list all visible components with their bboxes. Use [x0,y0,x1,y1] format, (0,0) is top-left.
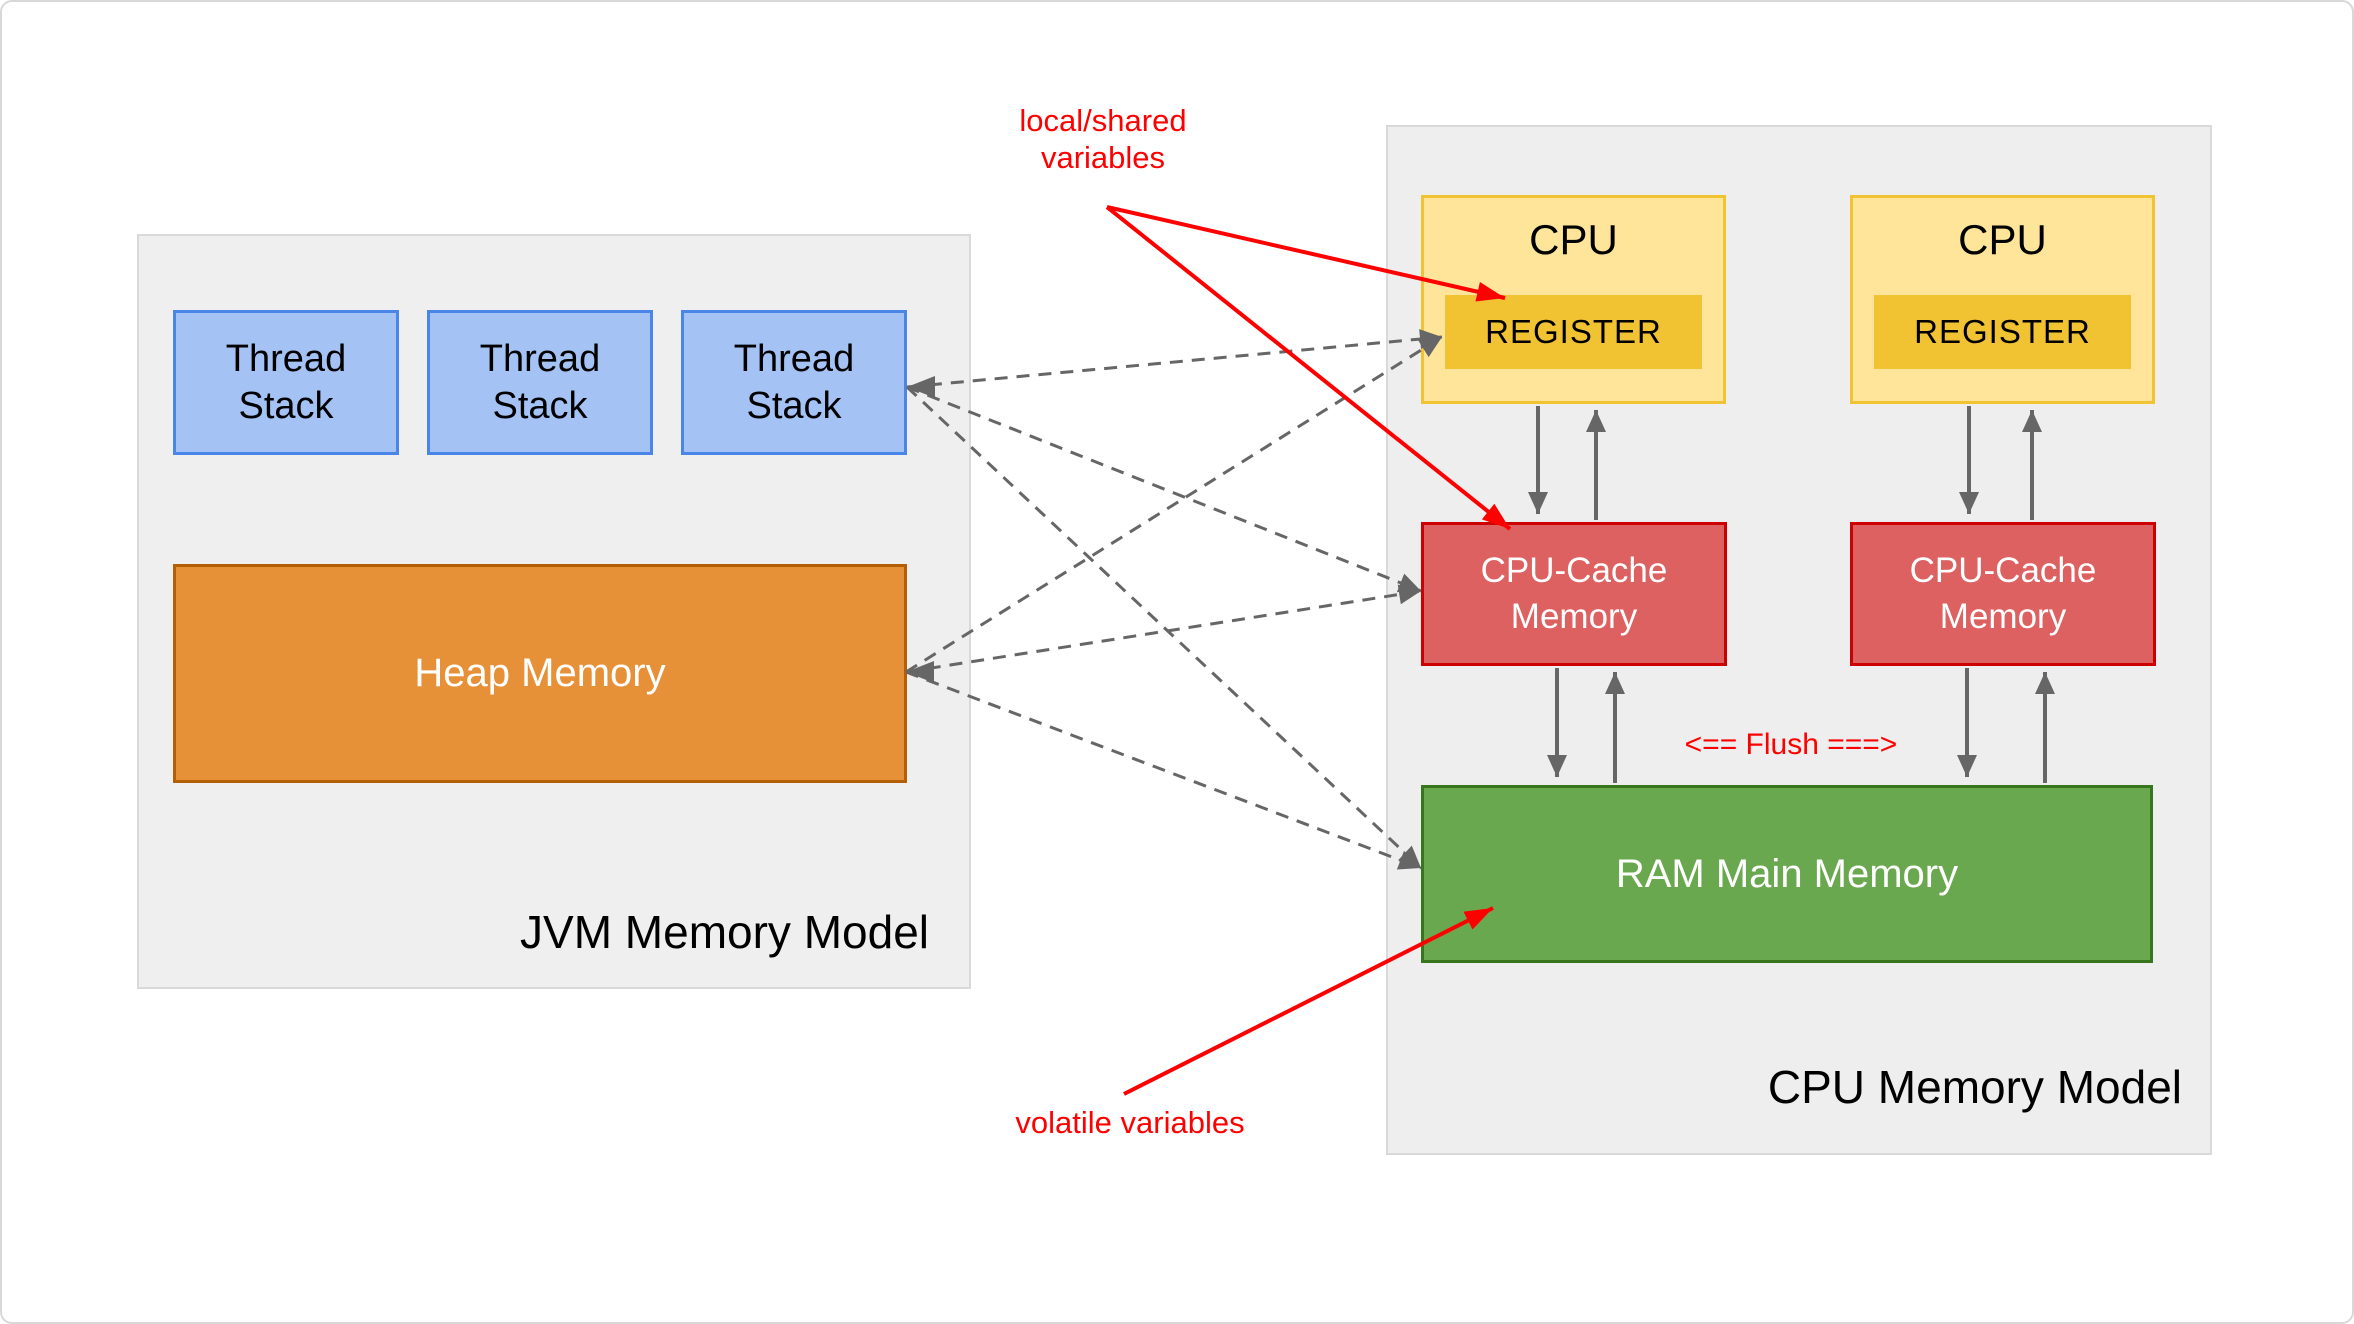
thread-stack-label: Thread Stack [225,337,347,427]
cpu-cache-box-2: CPU-Cache Memory [1850,522,2156,666]
heap-memory-box: Heap Memory [173,564,907,783]
cpu-box-1: CPU REGISTER [1421,195,1726,404]
cpu-cache-label: CPU-Cache Memory [1909,551,2097,636]
ram-main-memory-box: RAM Main Memory [1421,785,2153,963]
thread-stack-label: Thread Stack [479,337,601,427]
cpu-box-2: CPU REGISTER [1850,195,2155,404]
cpu-label: CPU [1958,216,2047,263]
thread-stack-box-3: Thread Stack [681,310,907,455]
cpu-label: CPU [1529,216,1618,263]
register-box-2: REGISTER [1874,295,2131,369]
dashed-link-lines [905,329,1443,870]
dashed-arrow-threadstack-ram [905,385,1423,870]
register-box-1: REGISTER [1445,295,1702,369]
dashed-arrow-heap-register [905,335,1443,674]
dashed-arrow-threadstack-cache [906,385,1422,593]
flush-annotation: <== Flush ===> [1684,728,1898,761]
thread-stack-box-2: Thread Stack [427,310,653,455]
thread-stack-label: Thread Stack [733,337,855,427]
thread-stack-box-1: Thread Stack [173,310,399,455]
cpu-model-title: CPU Memory Model [1767,1061,2182,1113]
volatile-variables-annotation: volatile variables [1015,1105,1245,1140]
cpu-cache-label: CPU-Cache Memory [1480,551,1668,636]
ram-main-memory-label: RAM Main Memory [1615,851,1959,896]
dashed-arrow-heap-cache [905,584,1422,674]
dashed-arrow-threadstack-register [906,329,1443,389]
register-label: REGISTER [1485,313,1662,350]
cpu-cache-box-1: CPU-Cache Memory [1421,522,1727,666]
heap-memory-label: Heap Memory [414,651,666,695]
jvm-model-title: JVM Memory Model [520,906,929,958]
register-label: REGISTER [1914,313,2091,350]
dashed-arrow-heap-ram [905,670,1422,870]
local-shared-variables-annotation: local/shared variables [1019,103,1187,175]
